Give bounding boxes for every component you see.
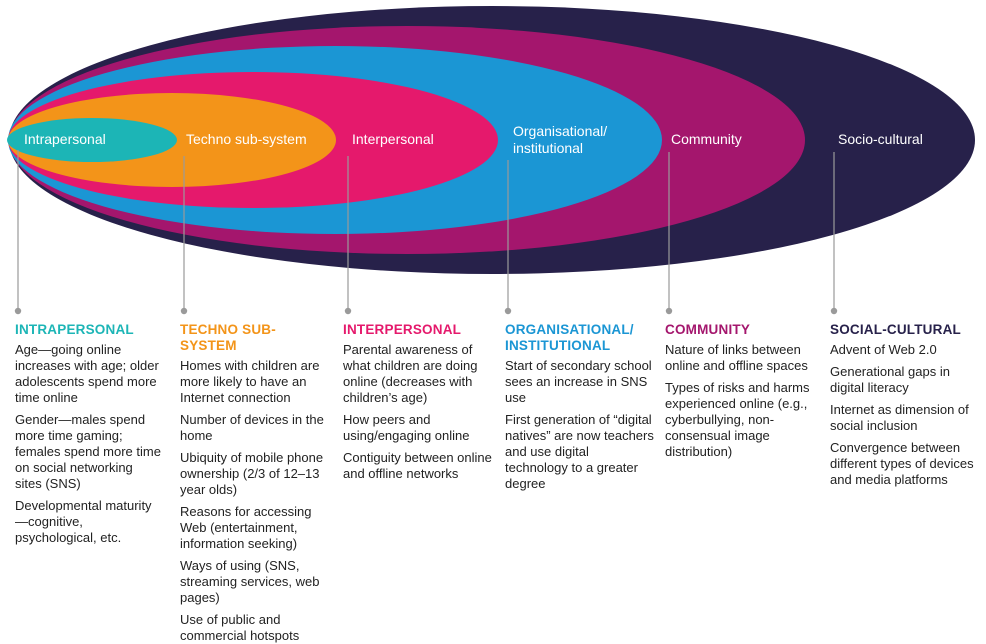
- column-item: Parental awareness of what children are …: [343, 342, 478, 405]
- ring-label-socio-cultural: Socio-cultural: [838, 131, 923, 147]
- column-item: Advent of Web 2.0: [830, 342, 937, 357]
- ring-label-organisational: Organisational/ institutional: [513, 123, 607, 157]
- column-techno: TECHNO SUB-SYSTEM Homes with children ar…: [180, 322, 330, 644]
- column-item: How peers and using/engaging online: [343, 412, 470, 443]
- column-heading: INTRAPERSONAL: [15, 322, 134, 337]
- column-item: Types of risks and harms experienced onl…: [665, 380, 810, 459]
- column-heading: SOCIAL-CULTURAL: [830, 322, 961, 337]
- column-item: Generational gaps in digital literacy: [830, 364, 950, 395]
- column-organisational: ORGANISATIONAL/ INSTITUTIONAL Start of s…: [505, 322, 655, 498]
- connector-dot-techno: [180, 307, 188, 315]
- ring-label-community: Community: [671, 131, 742, 147]
- column-item: Internet as dimension of social inclusio…: [830, 402, 969, 433]
- column-item: Contiguity between online and offline ne…: [343, 450, 492, 481]
- ring-label-organisational-line2: institutional: [513, 140, 584, 156]
- column-item: Convergence between different types of d…: [830, 440, 974, 487]
- column-item: Ways of using (SNS, streaming services, …: [180, 558, 320, 605]
- column-item: Start of secondary school sees an increa…: [505, 358, 652, 405]
- column-item: First generation of “digital natives” ar…: [505, 412, 654, 491]
- column-item: Number of devices in the home: [180, 412, 324, 443]
- connector-dot-socio-cultural: [830, 307, 838, 315]
- column-item: Gender—males spend more time gaming; fem…: [15, 412, 161, 491]
- connector-dot-organisational: [504, 307, 512, 315]
- column-socio-cultural: SOCIAL-CULTURAL Advent of Web 2.0 Genera…: [830, 322, 980, 494]
- column-item: Reasons for accessing Web (entertainment…: [180, 504, 312, 551]
- column-item: Nature of links between online and offli…: [665, 342, 808, 373]
- connector-dot-community: [665, 307, 673, 315]
- connector-dot-intrapersonal: [14, 307, 22, 315]
- ring-label-interpersonal: Interpersonal: [352, 131, 434, 147]
- column-intrapersonal: INTRAPERSONAL Age—going online increases…: [15, 322, 163, 552]
- column-item: Ubiquity of mobile phone ownership (2/3 …: [180, 450, 324, 497]
- ring-label-intrapersonal: Intrapersonal: [24, 131, 106, 147]
- column-interpersonal: INTERPERSONAL Parental awareness of what…: [343, 322, 493, 488]
- column-item: Use of public and commercial hotspots: [180, 612, 300, 643]
- column-community: COMMUNITY Nature of links between online…: [665, 322, 815, 466]
- column-heading: COMMUNITY: [665, 322, 751, 337]
- column-heading: TECHNO SUB-SYSTEM: [180, 322, 276, 353]
- column-item: Developmental maturity—cognitive, psycho…: [15, 498, 152, 545]
- ring-intrapersonal: [7, 118, 177, 162]
- connector-dot-interpersonal: [344, 307, 352, 315]
- column-item: Age—going online increases with age; old…: [15, 342, 159, 405]
- column-item: Homes with children are more likely to h…: [180, 358, 320, 405]
- ring-label-techno: Techno sub-system: [186, 131, 307, 147]
- column-heading: ORGANISATIONAL/ INSTITUTIONAL: [505, 322, 634, 353]
- ring-label-organisational-line1: Organisational/: [513, 123, 608, 139]
- column-heading: INTERPERSONAL: [343, 322, 462, 337]
